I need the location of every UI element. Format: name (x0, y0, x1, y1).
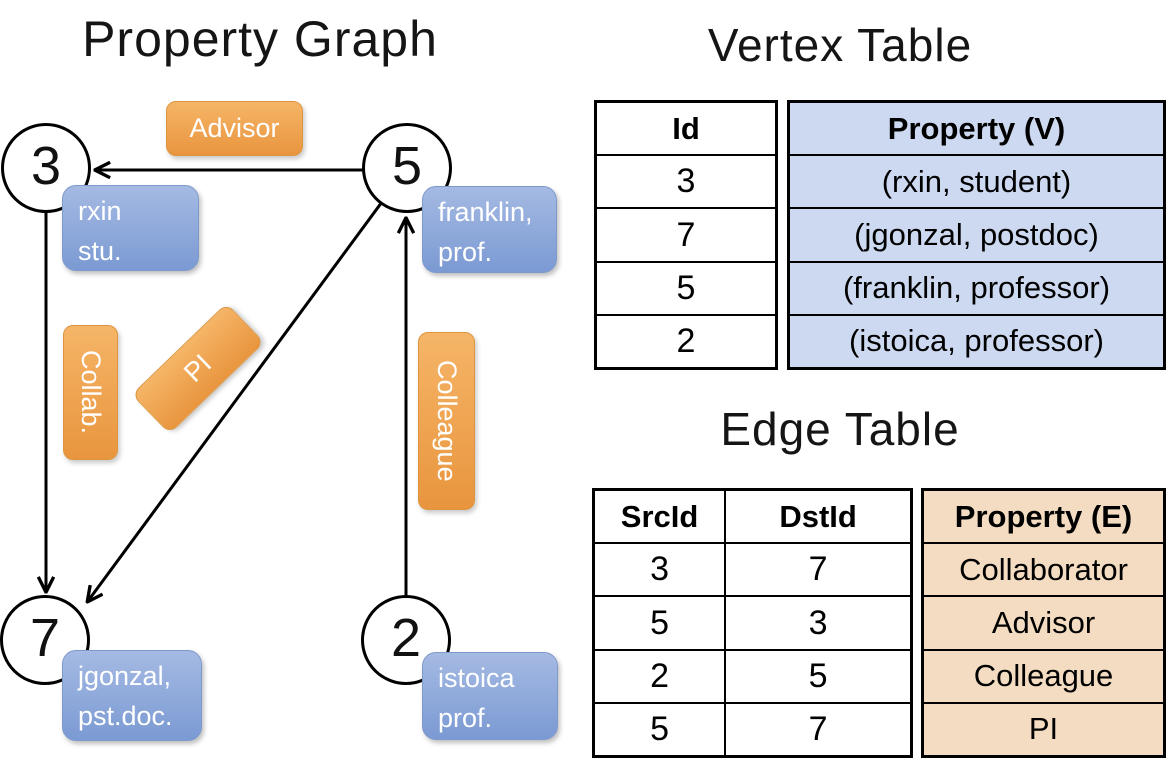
column-header-property-e: Property (E) (924, 491, 1163, 543)
column-header-id: Id (672, 110, 700, 146)
vertex-table-property-column: Property (V) (rxin, student) (jgonzal, p… (787, 100, 1166, 370)
column-header-dstid: DstId (724, 491, 910, 543)
table-row: Advisor (924, 595, 1163, 649)
node-id-label: 2 (390, 608, 422, 668)
edge-table-property-column: Property (E) Collaborator Advisor Collea… (921, 488, 1166, 758)
table-row: PI (924, 701, 1163, 756)
node-property-pill-istoica: istoica prof. (422, 652, 558, 740)
pill-line: prof. (438, 703, 493, 733)
edge-table-title: Edge Table (720, 403, 960, 455)
table-header-row: SrcId DstId (595, 491, 910, 543)
node-property-pill-franklin: franklin, prof. (422, 186, 557, 273)
pill-line: rxin (78, 196, 122, 226)
table-row: (franklin, professor) (790, 260, 1163, 314)
table-header-row: Id (597, 103, 775, 154)
table-row: 2 (597, 313, 775, 367)
pill-line: prof. (438, 237, 493, 267)
vertex-table: Id 3 7 5 2 Property (V) (rxin, student) … (594, 100, 1166, 370)
node-id-label: 3 (30, 136, 62, 196)
pill-line: stu. (78, 236, 122, 266)
table-row: 5 3 (595, 595, 910, 649)
graph-node-3: 3 (1, 123, 91, 213)
table-row: (rxin, student) (790, 154, 1163, 208)
graph-node-5: 5 (362, 123, 452, 213)
vertex-table-title: Vertex Table (707, 19, 973, 71)
edge-label-text: Collab. (76, 350, 106, 435)
table-row: Collaborator (924, 542, 1163, 596)
column-header-property-v: Property (V) (790, 103, 1163, 155)
edge-pi-5-to-7 (88, 167, 409, 601)
column-header-srcid: SrcId (620, 498, 699, 534)
edge-label-colleague: Colleague (418, 332, 475, 510)
pill-line: jgonzal, (78, 661, 172, 691)
node-id-label: 7 (29, 608, 61, 668)
pill-line: franklin, (438, 197, 533, 227)
edge-label-text: PI (178, 348, 218, 388)
table-row: 3 7 (595, 542, 910, 596)
vertex-table-id-column: Id 3 7 5 2 (594, 100, 778, 370)
table-row: 2 5 (595, 648, 910, 702)
node-id-label: 5 (391, 136, 423, 196)
edge-table-id-columns: SrcId DstId 3 7 5 3 2 5 5 7 (592, 488, 913, 758)
node-property-pill-rxin: rxin stu. (62, 185, 199, 271)
edge-table: SrcId DstId 3 7 5 3 2 5 5 7 Property (E) (592, 488, 1166, 758)
pill-line: pst.doc. (78, 701, 173, 731)
table-header-row: Property (E) (924, 491, 1163, 543)
edge-label-text: Colleague (432, 360, 462, 482)
table-row: Colleague (924, 648, 1163, 702)
table-row: 7 (597, 207, 775, 260)
node-property-pill-jgonzal: jgonzal, pst.doc. (62, 650, 202, 741)
edge-label-collab: Collab. (63, 325, 118, 460)
table-row: 3 (597, 154, 775, 207)
table-row: (jgonzal, postdoc) (790, 207, 1163, 261)
pill-line: istoica (438, 663, 515, 693)
edge-label-advisor: Advisor (166, 101, 303, 156)
table-row: 5 7 (595, 701, 910, 756)
table-row: (istoica, professor) (790, 313, 1163, 368)
edge-label-text: Advisor (189, 113, 280, 143)
table-header-row: Property (V) (790, 103, 1163, 155)
table-row: 5 (597, 260, 775, 314)
property-graph-title: Property Graph (82, 11, 438, 67)
